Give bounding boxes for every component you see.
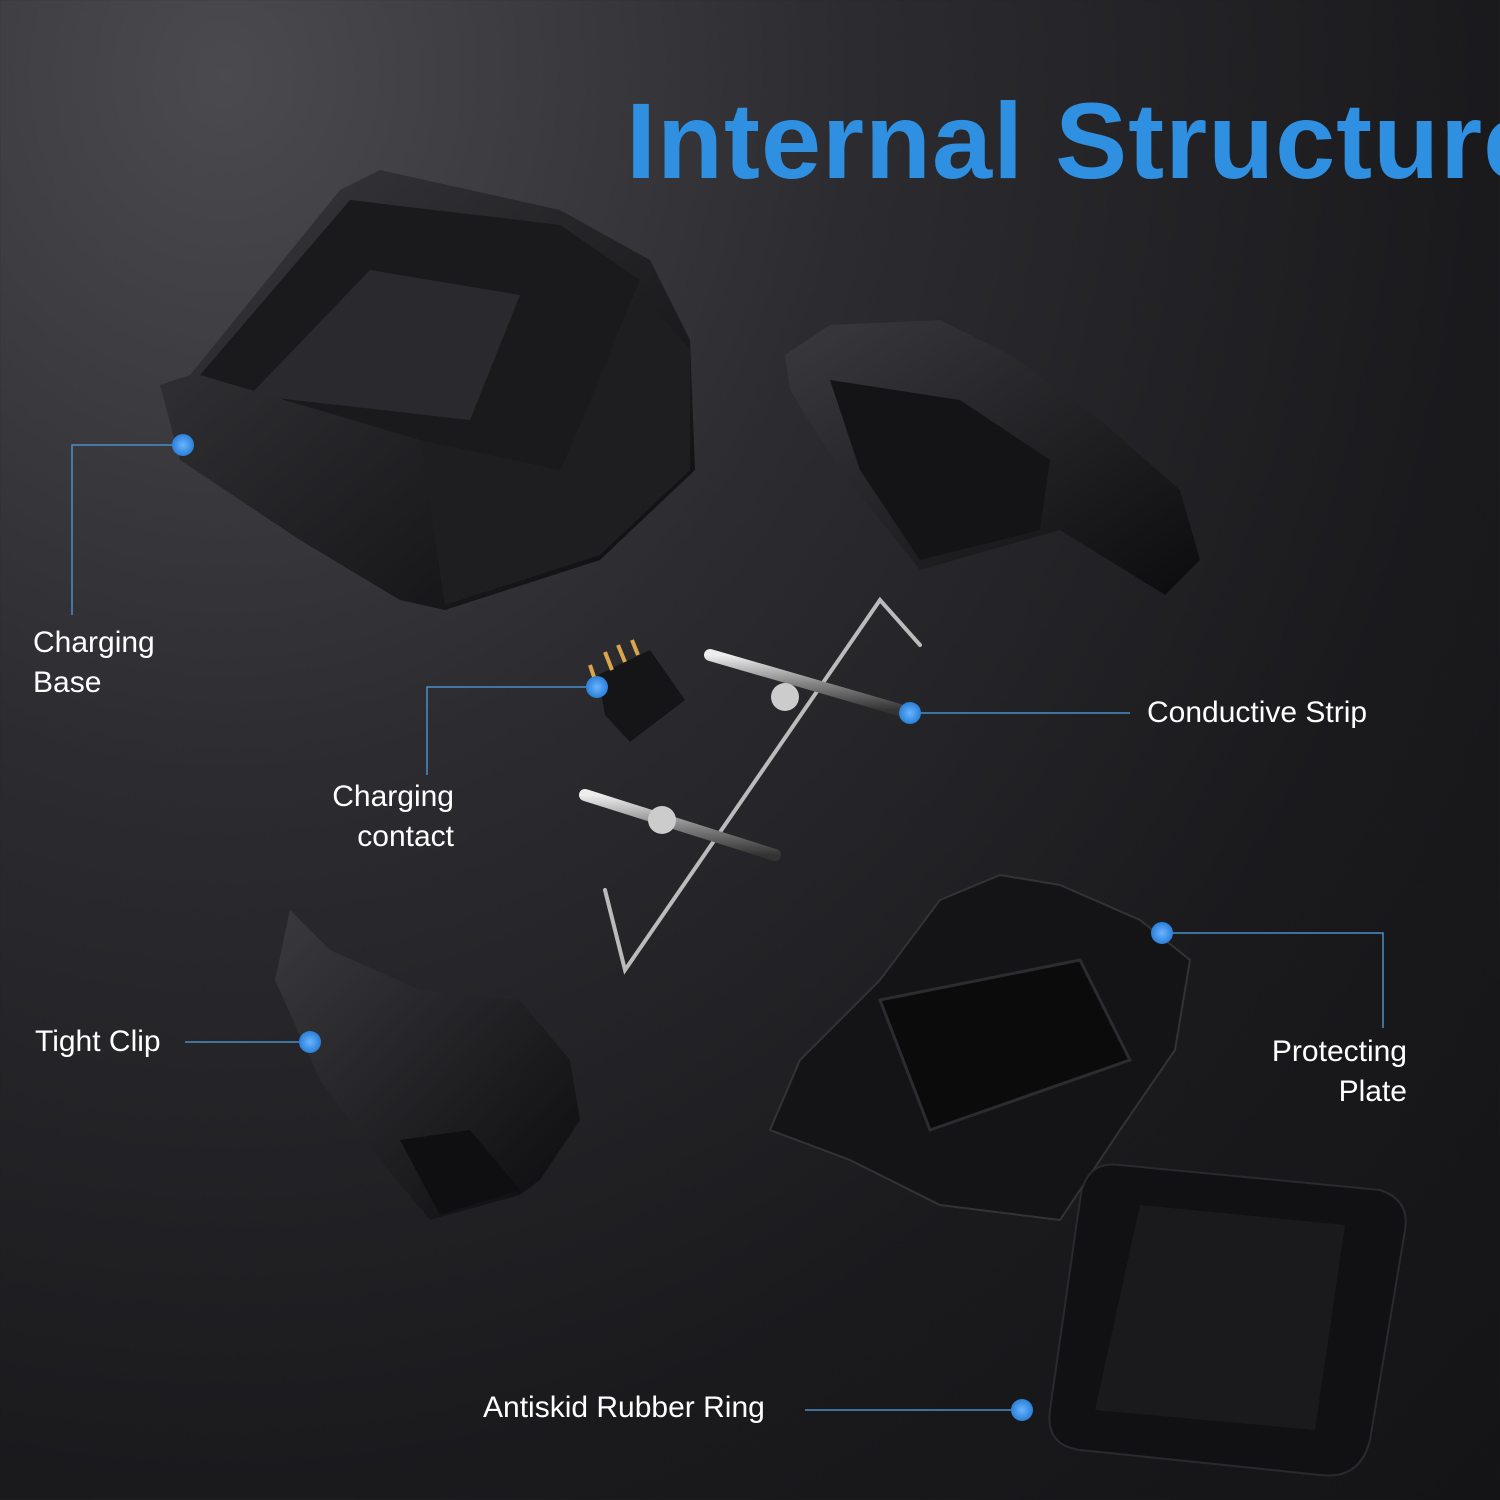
label-line: Charging [332,780,454,813]
label-conductive-strip: Conductive Strip [1147,696,1368,729]
label-line: contact [357,820,454,853]
rubber-ring-part [1048,1163,1407,1477]
label-protecting-plate: Protecting Plate [1272,1032,1407,1112]
callout-dots [172,434,1173,1421]
tight-clip-part [275,910,580,1220]
label-charging-base: Charging Base [33,623,155,703]
conductive-strip-part [579,596,922,975]
diagram-title: Internal Structure [626,80,1500,201]
label-line: Plate [1338,1075,1407,1108]
callout-dot-charging-contact [586,676,608,698]
leader-lines [71,444,1384,1411]
label-tight-clip: Tight Clip [35,1025,161,1058]
label-line: Protecting [1271,1035,1407,1068]
callout-dot-protecting-plate [1151,922,1173,944]
charging-contact-part [588,639,685,742]
label-line: Charging [33,626,155,659]
callout-dot-conductive-strip [899,702,921,724]
top-clip-part [785,320,1200,595]
label-line: Base [33,666,102,699]
callout-dot-rubber-ring [1011,1399,1033,1421]
callout-dot-tight-clip [299,1031,321,1053]
protecting-plate-part [768,873,1192,1222]
callout-dot-charging-base [172,434,194,456]
label-antiskid-ring: Antiskid Rubber Ring [483,1391,765,1424]
label-charging-contact: Charging contact [332,777,454,857]
charging-base-part [160,170,695,610]
